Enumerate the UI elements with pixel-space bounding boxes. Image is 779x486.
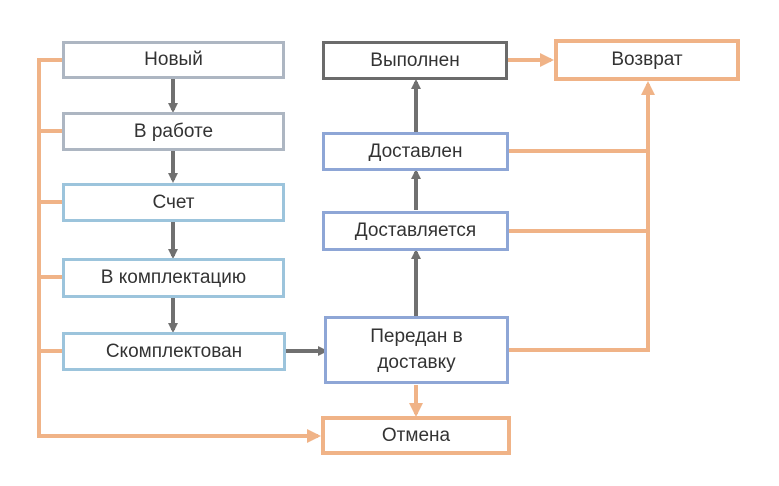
node-peredan-label: Передан в доставку [370, 326, 463, 373]
node-skomplektovan-label: Скомплектован [105, 340, 243, 362]
node-otmena-label: Отмена [381, 424, 451, 446]
node-vozvrat-label: Возврат [611, 49, 683, 71]
node-peredan: Передан в доставку [324, 316, 509, 384]
node-dostavlen: Доставлен [322, 132, 509, 171]
node-skomplektovan: Скомплектован [62, 332, 286, 371]
node-v-rabote-label: В работе [133, 120, 214, 142]
node-dostavlyaetsya-label: Доставляется [354, 220, 477, 242]
node-novyy: Новый [62, 41, 285, 79]
node-schet-label: Счет [152, 191, 195, 213]
cancel-bus-line [37, 58, 321, 443]
node-vozvrat: Возврат [554, 39, 740, 81]
node-dostavlen-label: Доставлен [368, 140, 463, 162]
node-dostavlyaetsya: Доставляется [322, 211, 509, 251]
node-vypolnen-label: Выполнен [370, 49, 460, 71]
node-otmena: Отмена [321, 416, 511, 455]
return-bus-line [509, 81, 655, 352]
node-v-komplektatsiyu-label: В комплектацию [100, 267, 247, 289]
node-v-komplektatsiyu: В комплектацию [62, 258, 285, 298]
node-schet: Счет [62, 183, 285, 222]
node-v-rabote: В работе [62, 112, 285, 151]
node-vypolnen: Выполнен [322, 41, 508, 80]
node-novyy-label: Новый [144, 49, 203, 71]
